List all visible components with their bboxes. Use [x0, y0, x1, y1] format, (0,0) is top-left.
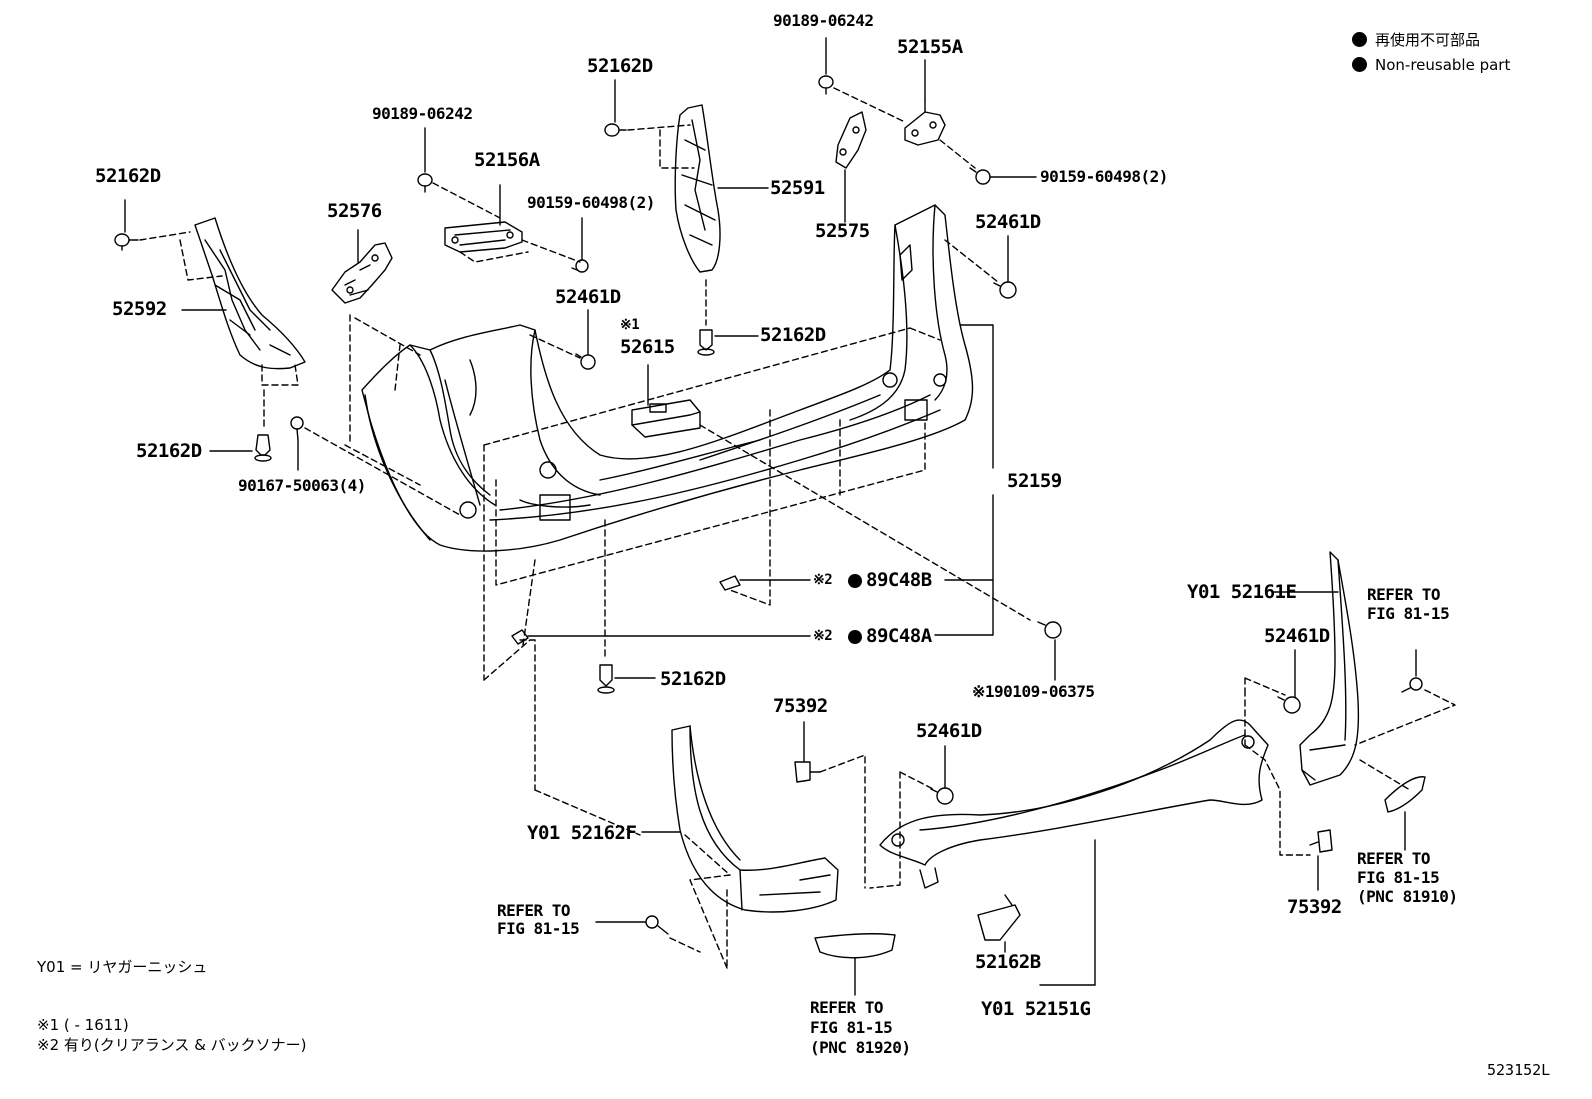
refer-label[interactable]: REFER TO: [1357, 849, 1431, 868]
part-label[interactable]: 75392: [1287, 896, 1342, 918]
bolt-90167: [290, 416, 304, 441]
legend-en: Non-reusable part: [1352, 57, 1510, 73]
part-label[interactable]: 52162D: [760, 324, 826, 346]
part-label[interactable]: 52162D: [95, 165, 161, 187]
module-52615: [631, 399, 701, 438]
part-label[interactable]: 75392: [773, 695, 828, 717]
part-label[interactable]: 90159-60498(2): [527, 193, 655, 212]
reflector-left: [814, 933, 896, 959]
part-label[interactable]: Y01 52161E: [1187, 581, 1297, 603]
part-label[interactable]: 52162D: [660, 668, 726, 690]
part-label[interactable]: 52591: [770, 177, 825, 199]
refer-label[interactable]: FIG 81-15: [1367, 604, 1450, 623]
part-label[interactable]: Y01 52162F: [527, 822, 637, 844]
part-label[interactable]: 52156A: [474, 149, 540, 171]
part-label-non-reusable[interactable]: 89C48B: [848, 571, 932, 590]
refer-label[interactable]: FIG 81-15: [497, 919, 580, 938]
non-reusable-marker-icon: [848, 630, 862, 644]
part-label[interactable]: 52162B: [975, 951, 1041, 973]
part-label[interactable]: 90189-06242: [773, 11, 874, 30]
clip-52162D-e: [597, 664, 615, 694]
part-note: ※1: [620, 317, 640, 333]
non-reusable-marker-icon: [848, 574, 862, 588]
bracket-52575: [835, 111, 867, 169]
bracket-52155A: [904, 99, 946, 146]
garnish-52162F: [671, 725, 839, 913]
reflector-right: [1384, 776, 1426, 813]
garnish-52161E: [1299, 551, 1360, 786]
clip-52461D-a: [575, 353, 596, 370]
footnote-2: ※2 有り(クリアランス & バックソナー): [37, 1036, 307, 1054]
clip-52461D-d: [1277, 696, 1301, 714]
part-label[interactable]: 52576: [327, 200, 382, 222]
clip-52162D-a: [114, 233, 139, 251]
part-label[interactable]: Y01 52151G: [981, 998, 1091, 1020]
footnote-y01: Y01 = リヤガーニッシュ: [37, 958, 208, 976]
refer-label[interactable]: REFER TO: [810, 998, 884, 1017]
part-label[interactable]: 52461D: [975, 211, 1041, 233]
clip-90189-b: [818, 75, 834, 95]
bracket-52591: [674, 104, 721, 273]
part-label[interactable]: 52461D: [916, 720, 982, 742]
part-label[interactable]: 52159: [1007, 470, 1062, 492]
clip-52461D-c: [930, 787, 954, 805]
bracket-52592: [194, 217, 306, 370]
bracket-52576: [331, 242, 393, 304]
sensor-clip-89C48A: [511, 629, 529, 645]
screw-90159-b: [969, 167, 991, 185]
footnote-1: ※1 ( - 1611): [37, 1016, 129, 1034]
refer-label[interactable]: FIG 81-15: [1357, 868, 1440, 887]
part-label[interactable]: 52162D: [587, 55, 653, 77]
clip-52162B: [977, 894, 1021, 941]
refer-label[interactable]: (PNC 81920): [810, 1038, 911, 1057]
refer-label[interactable]: REFER TO: [1367, 585, 1441, 604]
clip-75392-b: [1309, 829, 1333, 853]
clip-75392-a: [794, 761, 821, 783]
clip-52162D-b: [254, 434, 272, 462]
part-note: ※2: [813, 628, 833, 644]
part-label[interactable]: 90167-50063(4): [238, 476, 366, 495]
refer-label[interactable]: REFER TO: [497, 901, 571, 920]
refer-label[interactable]: FIG 81-15: [810, 1018, 893, 1037]
bolt-refer-left: [645, 915, 669, 935]
part-label[interactable]: 90159-60498(2): [1040, 167, 1168, 186]
part-label[interactable]: ※190109-06375: [972, 682, 1095, 701]
clip-52461D-b: [993, 281, 1017, 299]
garnish-52151G: [879, 719, 1269, 889]
part-label[interactable]: 52461D: [555, 286, 621, 308]
non-reusable-marker-icon: [1352, 57, 1367, 72]
bracket-52156A: [444, 221, 523, 253]
part-label[interactable]: 52575: [815, 220, 870, 242]
illustration-id: 523152L: [1487, 1061, 1551, 1079]
part-note: ※2: [813, 572, 833, 588]
screw-90109: [1037, 621, 1062, 639]
clip-52162D-d: [697, 329, 715, 356]
part-label-non-reusable[interactable]: 89C48A: [848, 627, 932, 646]
non-reusable-marker-icon: [1352, 32, 1367, 47]
part-label[interactable]: 90189-06242: [372, 104, 473, 123]
part-label[interactable]: 52155A: [897, 36, 963, 58]
clip-90189-a: [417, 173, 433, 193]
part-label[interactable]: 52461D: [1264, 625, 1330, 647]
refer-label[interactable]: (PNC 81910): [1357, 887, 1458, 906]
part-label[interactable]: 52615: [620, 336, 675, 358]
bolt-refer-right: [1401, 677, 1423, 693]
clip-52162D-c: [604, 123, 627, 137]
part-label[interactable]: 52592: [112, 298, 167, 320]
legend-jp: 再使用不可部品: [1352, 32, 1480, 48]
rear-bumper-cover: [361, 204, 974, 552]
sensor-clip-89C48B: [719, 575, 741, 591]
part-label[interactable]: 52162D: [136, 440, 202, 462]
